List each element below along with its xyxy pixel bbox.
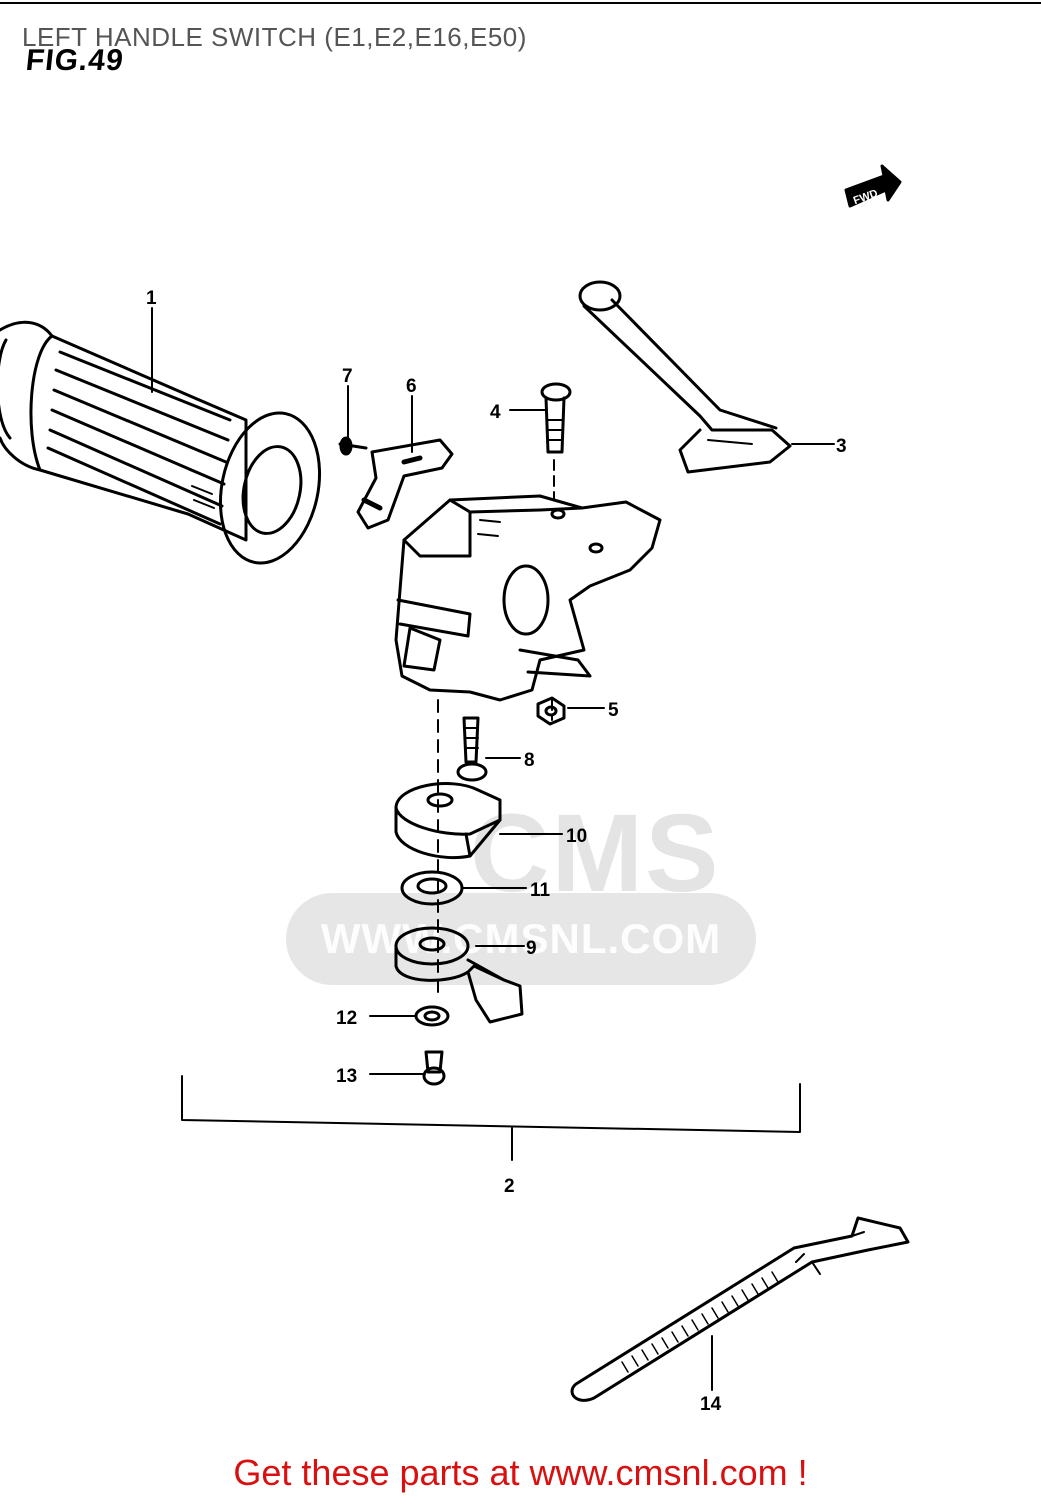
callout-3: 3 — [836, 436, 847, 457]
part-11-washer — [400, 870, 464, 906]
fwd-arrow-icon — [844, 164, 902, 208]
part-8-screw — [456, 716, 488, 782]
callout-5: 5 — [608, 700, 619, 721]
leader-lines — [151, 307, 835, 1391]
part-7-screw — [338, 436, 368, 456]
callout-10: 10 — [566, 826, 587, 847]
callout-11: 11 — [530, 880, 551, 901]
cable-tie-teeth — [621, 1271, 779, 1373]
callout-9: 9 — [526, 938, 537, 959]
part-4-bolt — [540, 382, 572, 501]
part-3-lever — [578, 280, 792, 474]
page-title: LEFT HANDLE SWITCH (E1,E2,E16,E50) — [22, 22, 527, 52]
part-12-washer — [414, 1005, 450, 1027]
switch-housing — [394, 494, 662, 702]
part-9-disc — [394, 926, 524, 1024]
watermark-url: WWW.CMSNL.COM — [320, 915, 722, 962]
part-10-plate — [394, 782, 502, 860]
callout-6: 6 — [406, 376, 417, 397]
part-1-grip — [0, 320, 322, 565]
part-5-nut — [536, 696, 566, 726]
part-6-knob — [356, 438, 454, 530]
callout-14: 14 — [700, 1394, 722, 1415]
callout-2: 2 — [504, 1176, 515, 1197]
callout-12: 12 — [336, 1008, 357, 1029]
callout-13: 13 — [336, 1066, 357, 1087]
watermark-banner: WWW.CMSNL.COM — [286, 893, 756, 985]
callout-4: 4 — [490, 402, 501, 423]
cta-link[interactable]: Get these parts at www.cmsnl.com ! — [233, 1452, 808, 1493]
callout-7: 7 — [342, 366, 353, 387]
part-13-screw — [422, 1050, 446, 1086]
assembly-2-bracket — [181, 1075, 801, 1161]
part-14-cable-tie — [570, 1216, 910, 1402]
callout-8: 8 — [524, 750, 535, 771]
callout-1: 1 — [146, 288, 157, 309]
top-border-rule — [0, 2, 1041, 4]
